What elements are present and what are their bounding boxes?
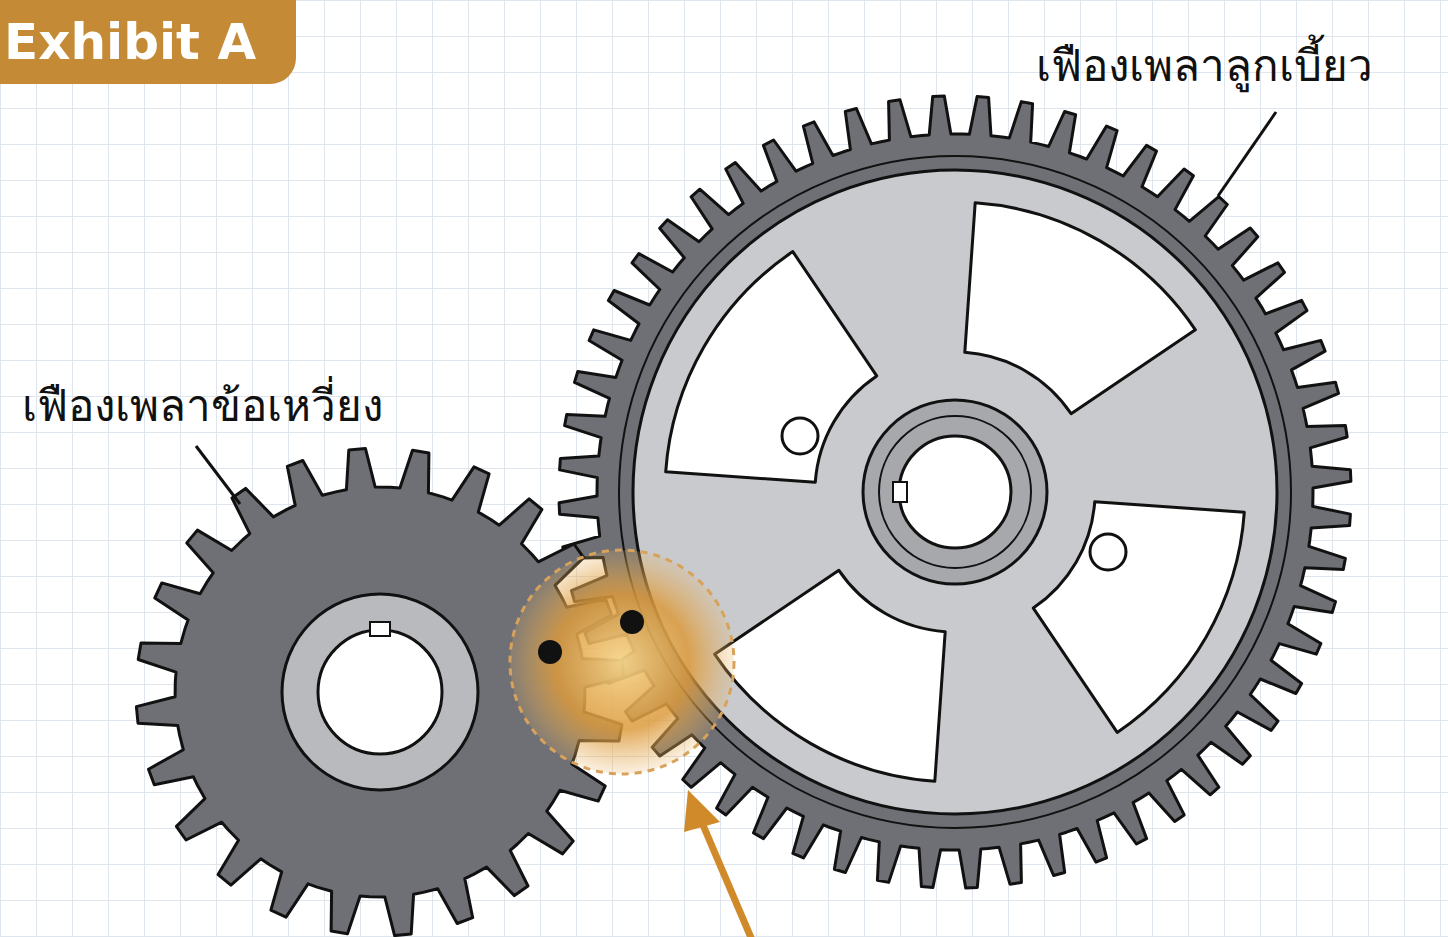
keyway: [893, 482, 907, 502]
mesh-highlight: [510, 550, 734, 774]
part-label: เฟืองเพลาข้อเหวี่ยง: [22, 370, 383, 440]
exhibit-tab: Exhibit A: [0, 0, 296, 84]
gear-window: [1033, 502, 1244, 733]
bolt-hole: [782, 418, 818, 454]
timing-mark: [620, 610, 644, 634]
gear-hub-ring: [879, 416, 1031, 568]
keyway: [370, 622, 390, 636]
gear-window: [965, 203, 1196, 414]
part-label: เฟืองเพลาลูกเบี้ยว: [1036, 30, 1373, 100]
gear-web: [633, 170, 1277, 814]
timing-mark: [538, 640, 562, 664]
title: Exhibit A: [4, 13, 256, 71]
leader-line: [196, 446, 240, 504]
gear-window: [715, 570, 946, 781]
gear-hub: [282, 594, 478, 790]
pointer-arrowhead: [684, 790, 720, 832]
bolt-hole: [1090, 534, 1126, 570]
gear-bore: [899, 436, 1011, 548]
gear-hub: [863, 400, 1047, 584]
camshaft-gear: [559, 96, 1351, 888]
pointer-arrow: [700, 818, 752, 937]
gear-bore: [318, 630, 442, 754]
gear-teeth: [559, 96, 1351, 888]
gear-rim-line: [619, 156, 1291, 828]
gear-window: [666, 252, 877, 483]
leader-line: [1218, 112, 1276, 196]
